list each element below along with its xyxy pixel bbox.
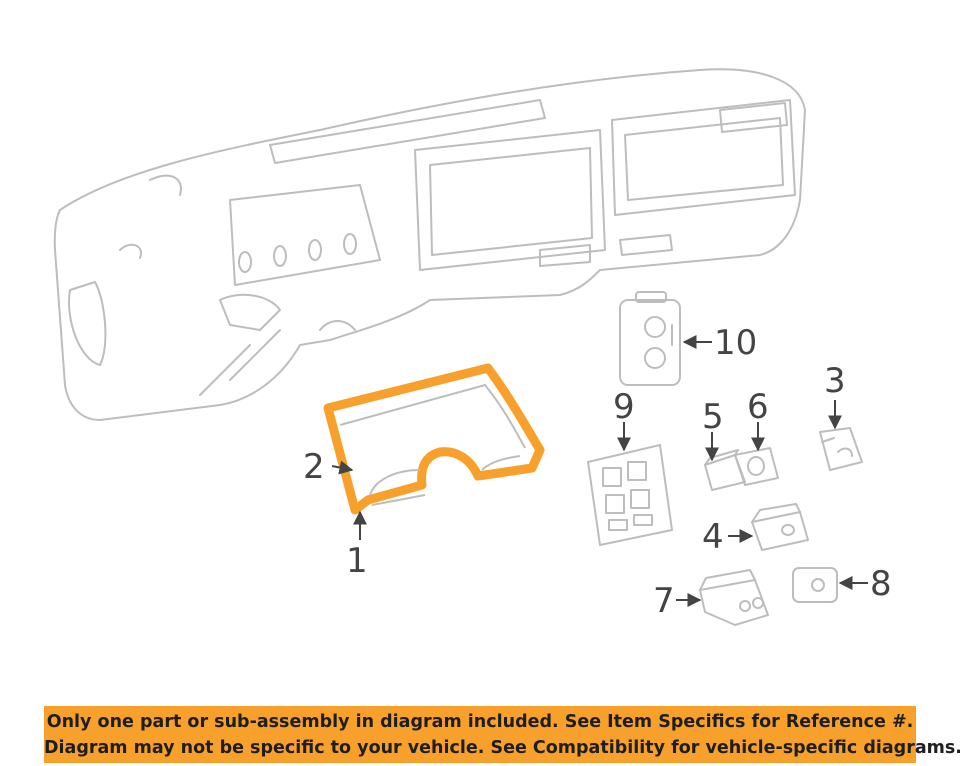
callout-5: 5 bbox=[702, 397, 724, 437]
callout-7: 7 bbox=[653, 581, 675, 621]
callout-10: 10 bbox=[714, 323, 757, 363]
switch-8-part bbox=[792, 567, 838, 603]
switch-4-part bbox=[751, 503, 809, 551]
diagram-svg: 1 2 3 4 5 6 7 8 9 10 bbox=[53, 68, 892, 626]
cluster-bezel bbox=[323, 363, 545, 515]
callout-3: 3 bbox=[824, 361, 846, 401]
switch-6-part bbox=[734, 447, 779, 486]
switch-7-part bbox=[699, 569, 769, 626]
callout-8: 8 bbox=[870, 564, 892, 604]
notice-banner: Only one part or sub-assembly in diagram… bbox=[44, 706, 960, 763]
callout-2: 2 bbox=[303, 447, 325, 487]
instrument-panel bbox=[53, 68, 806, 421]
callout-4: 4 bbox=[702, 517, 724, 557]
callout-1: 1 bbox=[346, 541, 368, 581]
notice-line-1: Only one part or sub-assembly in diagram… bbox=[46, 712, 914, 732]
hvac-control-part bbox=[619, 291, 681, 386]
switch-3-part bbox=[819, 427, 863, 471]
switch-panel-part bbox=[587, 444, 673, 546]
callout-leaders bbox=[331, 335, 868, 607]
notice-line-2: Diagram may not be specific to your vehi… bbox=[44, 738, 960, 758]
callout-9: 9 bbox=[613, 387, 635, 427]
callout-6: 6 bbox=[747, 387, 769, 427]
